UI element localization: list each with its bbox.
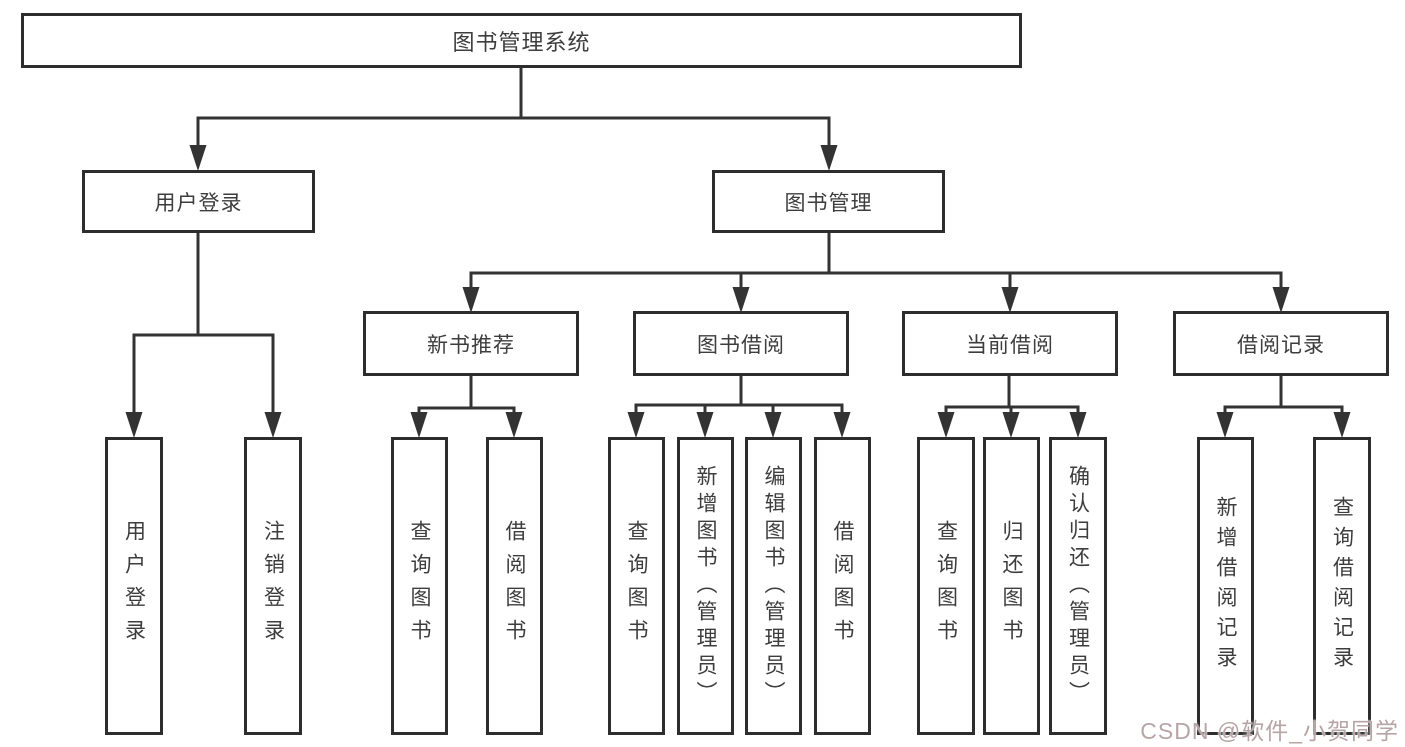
arrowhead-icon: [1069, 412, 1087, 438]
node-user-login-label: 用户登录: [154, 191, 243, 215]
leaf-add-books-admin: 新增图书（管理员）: [677, 437, 734, 735]
leaf-user-login: 用户登录: [105, 437, 163, 735]
arrowhead-icon: [189, 145, 207, 171]
leaf-user-login-label: 用户登录: [122, 520, 146, 652]
connector-level3-distributor: [469, 271, 1283, 293]
arrowhead-icon: [820, 145, 838, 171]
node-borrow-record-label: 借阅记录: [1237, 333, 1325, 357]
leaf-edit-books-admin-label: 编辑图书（管理员）: [762, 464, 786, 708]
leaf-return-books: 归还图书: [983, 437, 1040, 735]
leaf-query-borrow-record-label: 查询借阅记录: [1330, 496, 1354, 676]
arrowhead-icon: [833, 412, 851, 438]
arrowhead-icon: [764, 412, 782, 438]
leaf-logout-label: 注销登录: [261, 520, 285, 652]
leaf-query-books-2-label: 查询图书: [625, 520, 649, 652]
leaf-logout: 注销登录: [244, 437, 302, 735]
leaf-query-books-3: 查询图书: [917, 437, 975, 735]
arrowhead-icon: [1216, 412, 1234, 438]
arrowhead-icon: [627, 412, 645, 438]
arrowhead-icon: [505, 412, 523, 438]
leaf-confirm-return-admin: 确认归还（管理员）: [1049, 437, 1107, 735]
node-new-book-recommend: 新书推荐: [363, 311, 579, 376]
arrowhead-icon: [462, 287, 480, 313]
leaf-add-borrow-record: 新增借阅记录: [1197, 437, 1254, 735]
arrowhead-icon: [1001, 287, 1019, 313]
leaf-edit-books-admin: 编辑图书（管理员）: [745, 437, 802, 735]
node-book-borrow: 图书借阅: [633, 311, 849, 376]
node-current-borrow-label: 当前借阅: [966, 333, 1054, 357]
arrowhead-icon: [732, 287, 750, 313]
leaf-query-borrow-record: 查询借阅记录: [1313, 437, 1371, 735]
connector-userlogin-distributor: [132, 333, 275, 419]
leaf-borrow-books-2-label: 借阅图书: [831, 520, 855, 652]
leaf-borrow-books-1: 借阅图书: [486, 437, 543, 735]
leaf-add-borrow-record-label: 新增借阅记录: [1214, 496, 1238, 676]
arrowhead-icon: [937, 412, 955, 438]
connector-borrowrecord-distributor: [1223, 405, 1344, 420]
leaf-query-books-1: 查询图书: [391, 437, 448, 735]
leaf-add-books-admin-label: 新增图书（管理员）: [694, 464, 718, 708]
node-new-book-recommend-label: 新书推荐: [427, 333, 515, 357]
connector-bookborrow-distributor: [634, 403, 844, 420]
node-library-system-label: 图书管理系统: [452, 29, 591, 55]
arrowhead-icon: [410, 412, 428, 438]
node-user-login: 用户登录: [82, 170, 315, 233]
node-current-borrow: 当前借阅: [902, 311, 1118, 376]
node-borrow-record: 借阅记录: [1173, 311, 1389, 376]
node-library-system: 图书管理系统: [21, 13, 1022, 68]
node-book-borrow-label: 图书借阅: [697, 333, 785, 357]
leaf-confirm-return-admin-label: 确认归还（管理员）: [1066, 464, 1090, 708]
arrowhead-icon: [264, 412, 282, 438]
node-book-management: 图书管理: [712, 170, 945, 233]
leaf-query-books-3-label: 查询图书: [934, 520, 958, 652]
connector-level2-distributor: [196, 116, 831, 152]
leaf-return-books-label: 归还图书: [1000, 520, 1024, 652]
node-book-management-label: 图书管理: [784, 191, 873, 215]
arrowhead-icon: [1333, 412, 1351, 438]
leaf-borrow-books-1-label: 借阅图书: [503, 520, 527, 652]
connector-newbook-distributor: [417, 406, 516, 420]
leaf-borrow-books-2: 借阅图书: [814, 437, 871, 735]
leaf-query-books-2: 查询图书: [608, 437, 665, 735]
arrowhead-icon: [125, 412, 143, 438]
arrowhead-icon: [696, 412, 714, 438]
arrowhead-icon: [1002, 412, 1020, 438]
leaf-query-books-1-label: 查询图书: [408, 520, 432, 652]
arrowhead-icon: [1272, 287, 1290, 313]
